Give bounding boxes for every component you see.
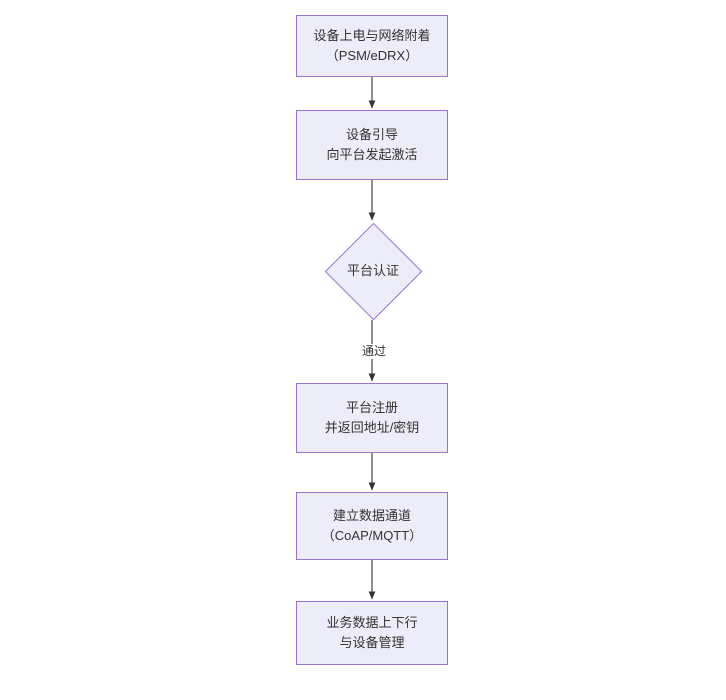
- node-text-line: 平台认证: [346, 263, 399, 278]
- node-device-bootstrap[interactable]: 设备引导 向平台发起激活: [296, 110, 448, 180]
- node-text-line: （PSM/eDRX）: [325, 48, 419, 63]
- node-text-line: 设备引导: [345, 127, 398, 142]
- node-text-line: 与设备管理: [339, 635, 405, 650]
- node-text-line: 业务数据上下行: [326, 615, 418, 630]
- node-text-line: 并返回地址/密钥: [324, 420, 420, 435]
- node-text-line: 建立数据通道: [332, 508, 411, 523]
- node-device-power-on[interactable]: 设备上电与网络附着 （PSM/eDRX）: [296, 15, 448, 77]
- node-platform-authentication[interactable]: 平台认证: [324, 222, 422, 320]
- edge-label-pass: 通过: [356, 344, 392, 359]
- node-text-line: 平台注册: [345, 400, 398, 415]
- node-business-data-and-device-management[interactable]: 业务数据上下行 与设备管理: [296, 601, 448, 665]
- node-text-line: （CoAP/MQTT）: [321, 528, 423, 543]
- node-text-line: 设备上电与网络附着: [313, 28, 431, 43]
- node-text-line: 向平台发起激活: [326, 147, 418, 162]
- node-platform-registration[interactable]: 平台注册 并返回地址/密钥: [296, 383, 448, 453]
- node-establish-data-channel[interactable]: 建立数据通道 （CoAP/MQTT）: [296, 492, 448, 560]
